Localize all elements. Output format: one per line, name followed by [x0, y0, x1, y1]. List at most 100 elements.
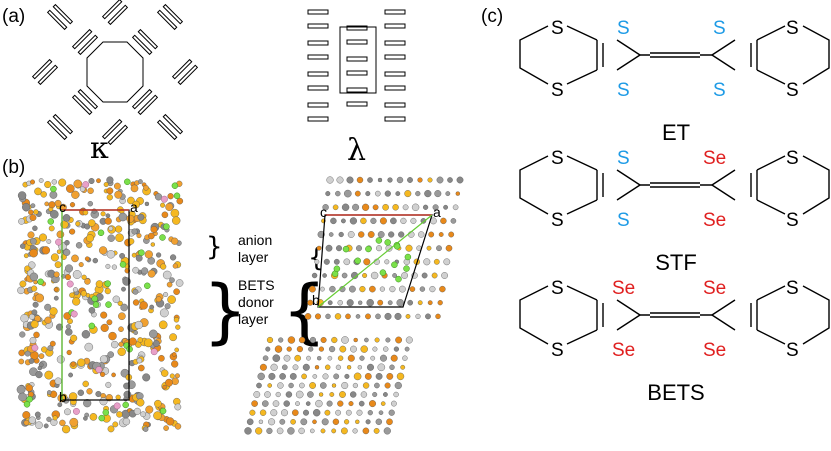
atom [261, 400, 269, 407]
atom [303, 409, 310, 416]
lambda-unit-cell [339, 26, 377, 94]
atom [88, 219, 96, 227]
atom [68, 372, 74, 378]
atom [331, 383, 337, 388]
atom [137, 213, 145, 221]
atom [49, 190, 58, 199]
atom [376, 245, 383, 252]
atom [43, 423, 49, 429]
molecule-stick [131, 34, 153, 56]
atom [374, 190, 381, 197]
anion-atom [50, 185, 57, 193]
atom [429, 286, 436, 293]
atom [65, 324, 71, 330]
atom [349, 217, 358, 225]
atom [24, 265, 31, 272]
atom [316, 245, 322, 251]
anion-atom [47, 218, 55, 225]
atom [344, 419, 350, 425]
atom [44, 180, 52, 188]
atom [18, 218, 25, 225]
atom [390, 400, 397, 407]
molecule-stick [384, 71, 406, 77]
atom [404, 190, 412, 198]
atom [44, 201, 50, 207]
molecule-stick [156, 9, 178, 31]
atom [147, 232, 155, 240]
atom [313, 409, 321, 417]
atom [312, 374, 318, 379]
atom [395, 336, 402, 344]
atom [339, 345, 347, 353]
atom [50, 209, 59, 219]
atom [299, 382, 305, 389]
atom [455, 191, 460, 196]
atom [41, 246, 51, 255]
molecule-stick [101, 0, 123, 20]
axis-label-c-right: c [320, 204, 327, 220]
atom [35, 293, 44, 303]
atom [154, 399, 162, 408]
atom [317, 356, 322, 361]
atom [435, 313, 441, 320]
atom [121, 286, 126, 292]
bond [519, 155, 549, 215]
anion-atom [126, 345, 133, 353]
molecule-stick [346, 39, 368, 45]
atom [49, 307, 58, 316]
atom [142, 373, 151, 382]
anion-atom [144, 282, 151, 290]
atom [348, 401, 354, 407]
atom [354, 190, 361, 197]
atom [162, 385, 167, 390]
atom [69, 228, 76, 235]
atom [69, 292, 75, 298]
atom [154, 193, 163, 201]
atom [363, 258, 371, 266]
atom [34, 411, 41, 418]
atom [383, 427, 391, 435]
atom [291, 409, 299, 417]
atom [58, 178, 67, 187]
atom [283, 354, 291, 362]
atom [443, 204, 448, 210]
atom [137, 364, 145, 372]
atom [24, 350, 31, 357]
anion-atom [92, 301, 100, 308]
atom [384, 312, 392, 320]
atom [322, 273, 327, 278]
donor-label-line2: donor [238, 294, 274, 310]
atom [27, 231, 35, 239]
atom [383, 346, 389, 352]
atom [285, 391, 293, 398]
atom [143, 338, 153, 348]
atom [375, 418, 382, 425]
atom [62, 214, 71, 222]
atom [377, 231, 385, 238]
atom [319, 382, 327, 389]
atom [75, 242, 83, 249]
atom [80, 290, 87, 297]
atom [320, 337, 327, 344]
atom [99, 397, 108, 406]
molecule-stick [31, 58, 53, 80]
atom [417, 177, 423, 183]
atom [366, 299, 374, 307]
atom [404, 346, 410, 352]
atom [143, 184, 149, 191]
atom [332, 418, 340, 425]
atom [174, 403, 182, 411]
atom-label: S [713, 18, 726, 39]
atom [171, 216, 181, 225]
atom [100, 311, 108, 319]
atom [87, 187, 94, 195]
atom [78, 262, 84, 268]
anion-atom [384, 239, 391, 246]
atom [384, 259, 390, 265]
atom [48, 225, 55, 232]
atom [174, 423, 182, 430]
axis-c-right [317, 214, 433, 308]
atom [120, 303, 128, 312]
